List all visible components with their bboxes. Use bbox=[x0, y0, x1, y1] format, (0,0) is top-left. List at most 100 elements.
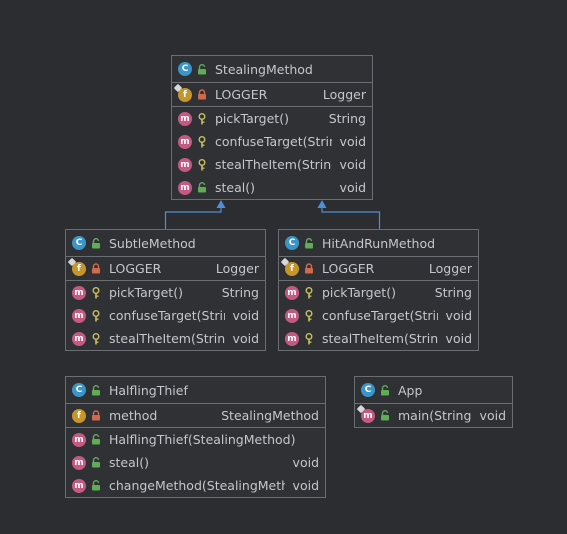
field-icon: f bbox=[72, 261, 86, 276]
method-icon: m bbox=[72, 308, 86, 323]
class-header[interactable]: C HalflingThief bbox=[66, 377, 325, 404]
method-return-type: void bbox=[339, 134, 366, 149]
method-row[interactable]: m stealTheItem(String) void bbox=[279, 327, 478, 350]
extends-edge-subtle-method[interactable] bbox=[164, 208, 222, 229]
method-name: pickTarget() bbox=[322, 285, 396, 300]
method-return-type: void bbox=[232, 331, 259, 346]
public-visibility-icon bbox=[90, 434, 102, 446]
method-icon: m bbox=[72, 478, 86, 493]
class-icon: C bbox=[72, 383, 86, 397]
method-icon: m bbox=[361, 408, 375, 423]
method-icon: m bbox=[72, 331, 86, 346]
field-name: LOGGER bbox=[215, 87, 268, 102]
method-name: stealTheItem(String) bbox=[215, 157, 332, 172]
field-type: Logger bbox=[215, 261, 259, 276]
public-visibility-icon bbox=[379, 410, 391, 422]
field-icon: f bbox=[285, 261, 299, 276]
method-icon: m bbox=[72, 432, 86, 447]
method-return-type: void bbox=[339, 157, 366, 172]
public-visibility-icon bbox=[90, 480, 102, 492]
field-type: StealingMethod bbox=[221, 408, 319, 423]
field-type: Logger bbox=[322, 87, 366, 102]
protected-visibility-icon bbox=[196, 135, 208, 148]
method-name: confuseTarget(String) bbox=[215, 134, 332, 149]
field-name: LOGGER bbox=[322, 261, 375, 276]
method-return-type: void bbox=[292, 455, 319, 470]
public-lock-icon bbox=[90, 237, 102, 249]
private-visibility-icon bbox=[90, 263, 102, 275]
method-icon: m bbox=[72, 285, 86, 300]
class-icon: C bbox=[72, 236, 86, 250]
method-icon: m bbox=[72, 455, 86, 470]
method-row[interactable]: m stealTheItem(String) void bbox=[172, 153, 372, 176]
method-name: changeMethod(StealingMethod) bbox=[109, 478, 285, 493]
field-row[interactable]: f LOGGER Logger bbox=[172, 83, 372, 106]
fields-section: f LOGGER Logger bbox=[172, 83, 372, 107]
private-visibility-icon bbox=[196, 89, 208, 101]
method-return-type: void bbox=[445, 308, 472, 323]
method-name: steal() bbox=[215, 180, 255, 195]
method-name: pickTarget() bbox=[215, 111, 289, 126]
field-name: LOGGER bbox=[109, 261, 162, 276]
protected-visibility-icon bbox=[303, 309, 315, 322]
field-icon: f bbox=[72, 408, 86, 423]
method-row[interactable]: m pickTarget() String bbox=[279, 281, 478, 304]
methods-section: mpickTarget()StringmconfuseTarget(String… bbox=[172, 107, 372, 199]
protected-visibility-icon bbox=[196, 158, 208, 171]
public-visibility-icon bbox=[90, 457, 102, 469]
public-lock-icon bbox=[379, 384, 391, 396]
method-icon: m bbox=[285, 285, 299, 300]
method-name: stealTheItem(String) bbox=[322, 331, 438, 346]
method-return-type: void bbox=[292, 478, 319, 493]
method-icon: m bbox=[285, 331, 299, 346]
method-return-type: String bbox=[434, 285, 472, 300]
protected-visibility-icon bbox=[90, 309, 102, 322]
method-name: HalflingThief(StealingMethod) bbox=[109, 432, 296, 447]
methods-section: m HalflingThief(StealingMethod) m steal() vo… bbox=[66, 428, 325, 497]
method-row[interactable]: m HalflingThief(StealingMethod) bbox=[66, 428, 325, 451]
class-name: StealingMethod bbox=[215, 61, 313, 77]
private-visibility-icon bbox=[90, 410, 102, 422]
extends-edge-hit-and-run-method[interactable] bbox=[321, 208, 381, 229]
method-return-type: void bbox=[445, 331, 472, 346]
public-lock-icon bbox=[303, 237, 315, 249]
method-return-type: void bbox=[339, 180, 366, 195]
field-row[interactable]: f LOGGER Logger bbox=[66, 257, 265, 280]
methods-section: m pickTarget() String mconfuseTarget(String… bbox=[279, 281, 478, 350]
class-name: HalflingThief bbox=[109, 382, 188, 398]
extends-arrowhead-subtle-method bbox=[216, 200, 226, 208]
field-icon: f bbox=[178, 87, 192, 102]
methods-section: mpickTarget()StringmconfuseTarget(String… bbox=[66, 281, 265, 350]
method-name: steal() bbox=[109, 455, 149, 470]
fields-section: f LOGGER Logger bbox=[66, 257, 265, 281]
method-row[interactable]: m changeMethod(StealingMethod) void bbox=[66, 474, 325, 497]
method-icon: m bbox=[178, 111, 192, 126]
protected-visibility-icon bbox=[90, 286, 102, 299]
method-icon: m bbox=[178, 157, 192, 172]
protected-visibility-icon bbox=[196, 112, 208, 125]
method-row[interactable]: m steal() void bbox=[66, 451, 325, 474]
